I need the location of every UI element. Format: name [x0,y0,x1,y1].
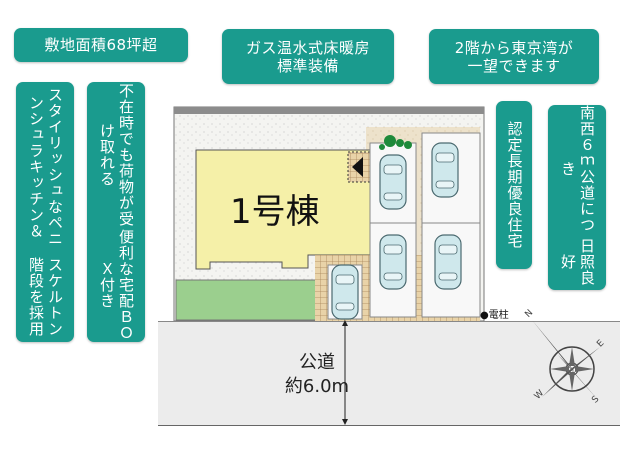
floor-heating-line1: ガス温水式床暖房 [245,38,370,57]
building-label: 1号棟 [230,192,320,232]
public-road [158,321,620,426]
land-area-text: 敷地面積68坪超 [44,36,158,54]
land-area-badge: 敷地面積68坪超 [14,28,188,62]
floor-heating-badge: ガス温水式床暖房 標準装備 [222,29,394,84]
kitchen-line2: スケルトン階段を採用 [27,257,64,338]
delivery-box-line1: 不在時でも荷物が受け取れる [98,83,135,228]
sunlight-line1: 南西６ｍ公道につき [559,105,596,234]
bay-view-line2: 一望できます [467,56,561,75]
compass-rose-icon [532,320,600,400]
kitchen-line1: スタイリッシュなペニンシュラキッチン＆ [27,87,64,248]
road-width: 約6.0m [284,376,350,397]
bay-view-line1: 2階から東京湾が [454,38,574,57]
sunlight-line2: 日照良好 [559,237,596,286]
long-term-housing-text: 認定長期優良住宅 [505,121,524,249]
bay-view-badge: 2階から東京湾が 一望できます [429,29,599,84]
kitchen-badge: スタイリッシュなペニンシュラキッチン＆ スケルトン階段を採用 [16,82,74,342]
delivery-box-line2: 便利な宅配ＢＯＸ付き [98,229,135,342]
road-label: 公道 約6.0m [262,351,372,399]
road-width-arrow [342,320,348,425]
delivery-box-badge: 不在時でも荷物が受け取れる 便利な宅配ＢＯＸ付き [87,82,145,342]
floor-heating-line2: 標準装備 [276,56,339,75]
road-name: 公道 [299,352,335,373]
sunlight-badge: 南西６ｍ公道につき 日照良好 [548,105,606,290]
long-term-housing-badge: 認定長期優良住宅 [496,101,532,269]
site-plan: 1号棟 [173,106,485,322]
utility-pole-label: ●電柱 [480,310,509,321]
